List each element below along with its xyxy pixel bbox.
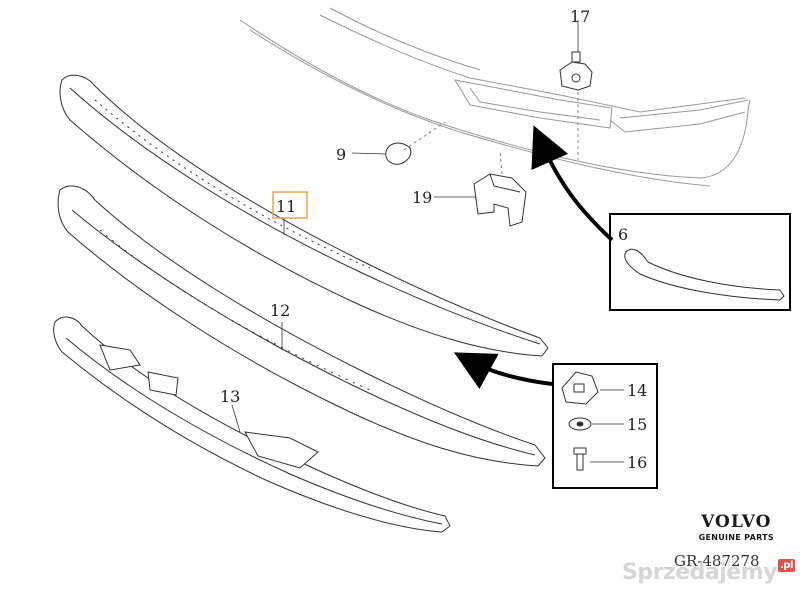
callout-9: 9 bbox=[336, 145, 346, 164]
callout-16: 16 bbox=[627, 453, 647, 472]
watermark: Sprzedajemy.pl bbox=[622, 559, 795, 585]
callout-14: 14 bbox=[627, 381, 647, 400]
brand-subtitle: GENUINE PARTS bbox=[698, 533, 774, 542]
arrow-to-detail-14-16 bbox=[453, 352, 553, 390]
callout-17: 17 bbox=[570, 7, 590, 26]
part-9-cap bbox=[385, 121, 446, 165]
watermark-text: Sprzedajemy bbox=[622, 560, 778, 585]
detail-box-6: 6 bbox=[609, 213, 791, 311]
callout-15: 15 bbox=[627, 415, 647, 434]
arrow-to-detail-6 bbox=[531, 125, 614, 242]
part-12-trim-strip bbox=[57, 185, 546, 467]
diagram-reference: GR-487278 bbox=[674, 552, 760, 570]
part-14-clip-nut bbox=[561, 371, 599, 405]
part-19-bracket bbox=[473, 149, 527, 227]
part-16-screw bbox=[573, 447, 587, 471]
leader-lines bbox=[231, 20, 579, 433]
callout-11: 11 bbox=[276, 197, 296, 216]
volvo-logo: VOLVO GENUINE PARTS bbox=[699, 512, 774, 542]
callout-12: 12 bbox=[270, 301, 290, 320]
part-15-washer bbox=[568, 417, 592, 431]
callout-13: 13 bbox=[220, 387, 240, 406]
callout-11-highlight bbox=[272, 191, 308, 219]
bumper-body-outline bbox=[239, 7, 751, 187]
callout-19: 19 bbox=[412, 188, 432, 207]
part-6-trim bbox=[624, 248, 785, 301]
detail-box-14-16: 14 15 16 bbox=[552, 363, 658, 489]
part-11-trim-strip bbox=[59, 74, 549, 357]
part-13-trim-strip bbox=[53, 316, 451, 533]
watermark-suffix: .pl bbox=[778, 559, 795, 572]
callout-6: 6 bbox=[618, 225, 628, 244]
brand-name: VOLVO bbox=[701, 512, 772, 532]
part-17-clip bbox=[559, 51, 593, 91]
